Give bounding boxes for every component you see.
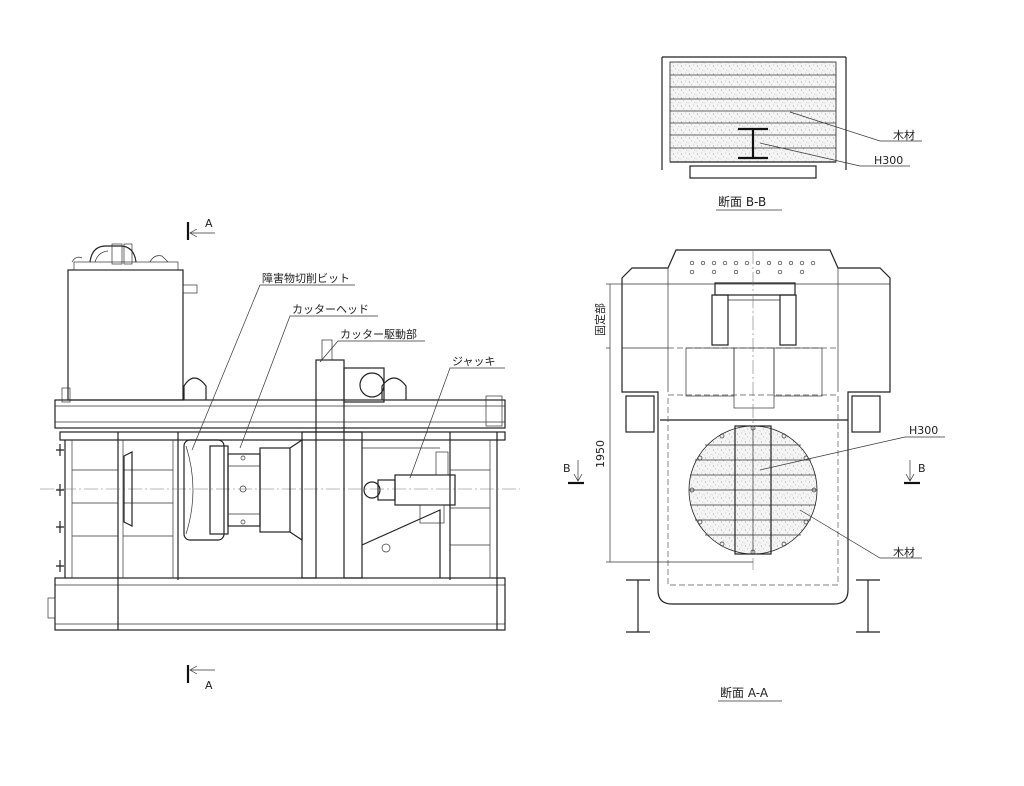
section-bb-title: 断面 B-B [718, 194, 766, 209]
aa-mark-b-right: B [918, 462, 926, 475]
drive-unit [301, 339, 441, 579]
aa-label-fixed-part: 固定部 [593, 303, 607, 336]
label-jack: ジャッキ [452, 355, 495, 368]
section-a-mark-top: A [186, 217, 215, 240]
label-obstacle-bit: 障害物切削ビット [262, 271, 350, 285]
section-a-label-bottom: A [205, 679, 213, 692]
section-aa-view: 固定部 1950 B B H300 木材 断面 A-A [563, 249, 945, 702]
flange-bolts [689, 425, 817, 555]
section-bb-view: 木材 H300 断面 B-B [661, 56, 922, 211]
section-b-mark-left: B [563, 460, 584, 485]
aa-mark-b-left: B [563, 462, 571, 475]
cutter-head-assembly [123, 438, 303, 542]
side-view: A A [40, 217, 520, 692]
jack-unit [363, 451, 456, 524]
side-view-leaders: 障害物切削ビット カッターヘッド カッター駆動部 ジャッキ [191, 271, 505, 479]
aa-label-wood: 木材 [893, 545, 915, 559]
aa-label-h300: H300 [909, 424, 938, 437]
section-a-label-top: A [205, 217, 213, 230]
label-cutter-drive: カッター駆動部 [340, 327, 417, 341]
section-b-mark-right: B [904, 460, 926, 485]
aa-dimension-1950: 1950 [594, 440, 607, 468]
bb-label-wood: 木材 [893, 128, 915, 142]
section-aa-title: 断面 A-A [720, 685, 769, 700]
bolt-row [689, 260, 816, 275]
label-cutter-head: カッターヘッド [292, 303, 369, 316]
bb-label-h300: H300 [874, 154, 903, 167]
section-a-mark-bottom: A [186, 665, 215, 692]
frame-beams [40, 377, 520, 631]
upper-housing [61, 243, 198, 403]
